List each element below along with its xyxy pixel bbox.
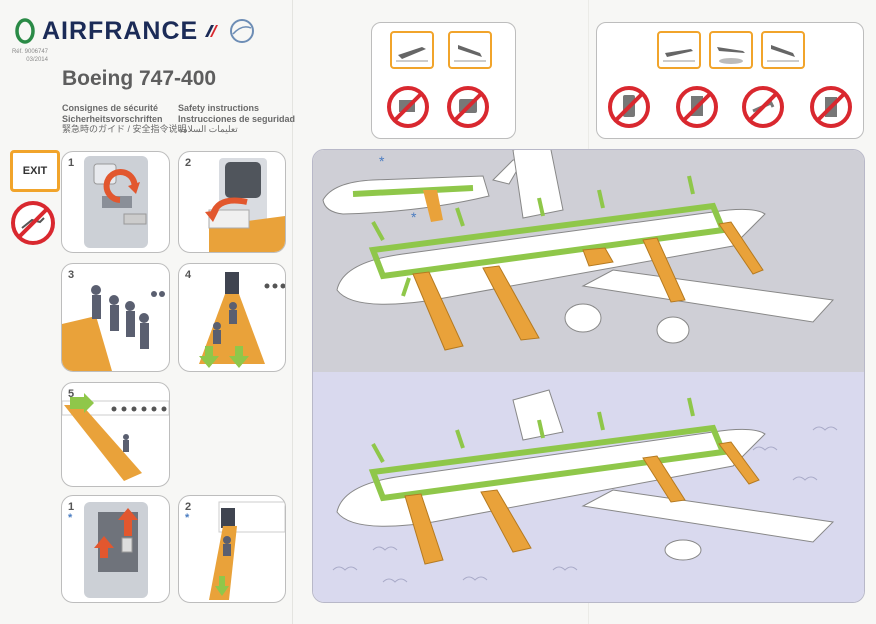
step-3-panel: 3 [61, 263, 170, 372]
water-only-asterisk: * [379, 153, 385, 169]
step-number: 5 [68, 388, 75, 400]
passengers-exiting-illustration [62, 285, 165, 371]
step-number: 2 [185, 501, 192, 513]
title-ja-zh: 緊急時のガイド / 安全指令说明 [62, 124, 187, 134]
land-slides [412, 221, 764, 351]
brand-name: AIRFRANCE [42, 16, 199, 45]
landing-icon [761, 31, 805, 69]
fold-line [292, 0, 293, 624]
reference-date: 03/2014 [26, 56, 48, 63]
water-only-asterisk: * [411, 209, 417, 225]
water-only-asterisk: * [68, 512, 73, 524]
logo-mark-icon [15, 18, 35, 44]
title-en: Safety instructions [178, 103, 260, 113]
no-mobile-phone-icon [608, 86, 650, 128]
step-number: 1 [68, 501, 75, 513]
cruise-icon [709, 31, 753, 69]
door-open-illustration [205, 158, 285, 252]
aircraft-land [336, 150, 835, 344]
titles-left: Consignes de sécurité Sicherheitsvorschr… [62, 103, 187, 135]
slide-jump-illustration [199, 272, 285, 368]
no-tablet-icon [447, 86, 489, 128]
water-only-asterisk: * [185, 512, 190, 524]
water-step-1-panel: 1 * [61, 495, 170, 603]
takeoff-icon [390, 31, 434, 69]
step-4-panel: 4 [178, 263, 286, 372]
title-de: Sicherheitsvorschriften [62, 113, 163, 124]
slide-deployed-illustration [62, 393, 169, 481]
slide-release-illustration [84, 502, 148, 598]
water-waves [332, 426, 838, 583]
water-step-2-panel: 2 * [178, 495, 286, 603]
step-number: 4 [185, 269, 192, 281]
evacuation-diagram: * * [312, 149, 865, 603]
titles-right: Safety instructions Instrucciones de seg… [178, 103, 295, 135]
step-2-panel: 2 [178, 151, 286, 253]
exit-sign: EXIT [10, 150, 60, 192]
airline-logo: AIRFRANCE [14, 14, 257, 48]
door-handle-illustration [84, 156, 148, 248]
no-baggage-icon [11, 201, 55, 245]
takeoff-icon [657, 31, 701, 69]
raft-detach-illustration [209, 501, 285, 600]
reference-number: Réf. 9006747 [11, 49, 48, 55]
document-reference: Réf. 9006747 03/2014 [8, 49, 48, 64]
step-number: 3 [68, 269, 75, 281]
no-remote-toy-icon [742, 86, 784, 128]
title-es: Instrucciones de seguridad [178, 113, 296, 124]
takeoff-landing-box-right [596, 22, 864, 139]
land-exit-arrows [371, 175, 695, 297]
landing-icon [448, 31, 492, 69]
title-fr: Consignes de sécurité [62, 103, 159, 113]
water-exit-arrows [371, 397, 695, 463]
brand-stripe-icon [205, 25, 219, 37]
aircraft-water [336, 389, 835, 561]
no-laptop-icon [387, 86, 429, 128]
no-handheld-device-icon [676, 86, 718, 128]
skyteam-logo-icon [230, 19, 255, 43]
step-number: 1 [68, 157, 75, 169]
step-5-panel: 5 [61, 382, 170, 487]
water-slides [404, 441, 760, 565]
step-number: 2 [185, 157, 192, 169]
step-1-panel: 1 [61, 151, 170, 253]
takeoff-landing-box-left [371, 22, 516, 139]
aircraft-model-title: Boeing 747-400 [62, 67, 217, 90]
no-walkie-talkie-icon [810, 86, 852, 128]
title-ar: تعليمات السلامة [178, 124, 238, 134]
